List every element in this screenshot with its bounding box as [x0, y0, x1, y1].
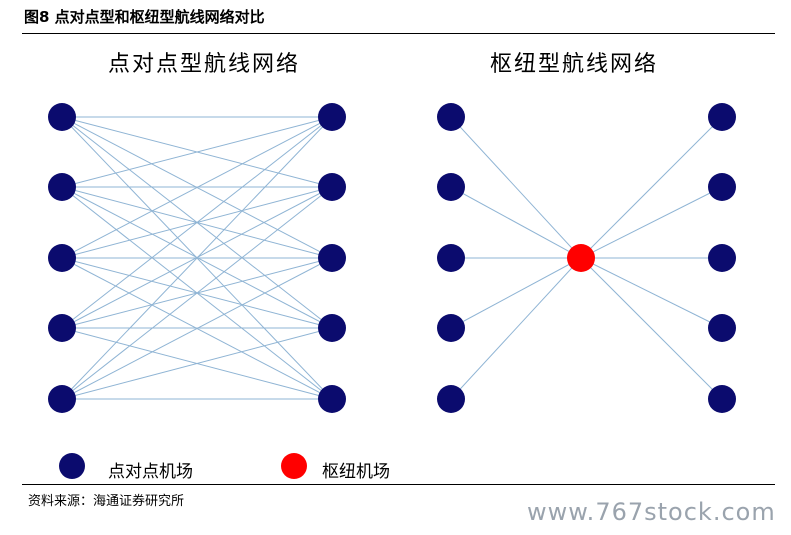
route-line-hub-right-0 — [580, 116, 723, 259]
left-panel-title: 点对点型航线网络 — [108, 52, 301, 77]
route-line-hub-left-3 — [450, 257, 582, 329]
spoke-airport-right-0 — [708, 103, 736, 131]
p2p-airport-right-1 — [318, 173, 346, 201]
p2p-airport-right-3 — [318, 314, 346, 342]
spoke-airport-left-1 — [437, 173, 465, 201]
spoke-airport-right-4 — [708, 385, 736, 413]
route-line-hub-right-1 — [580, 186, 723, 259]
spoke-airport-right-3 — [708, 314, 736, 342]
p2p-airport-left-1 — [48, 173, 76, 201]
p2p-airport-left-2 — [48, 244, 76, 272]
route-line-p2p-4-1 — [61, 186, 333, 400]
route-line-hub-left-4 — [450, 257, 582, 400]
p2p-airport-right-0 — [318, 103, 346, 131]
legend-hub-label: 枢纽机场 — [322, 462, 390, 482]
route-line-hub-right-4 — [580, 257, 723, 400]
route-line-p2p-4-0 — [61, 116, 333, 400]
route-line-hub-left-1 — [450, 186, 582, 259]
bottom-rule — [22, 484, 775, 485]
route-line-p2p-4-2 — [61, 257, 333, 400]
p2p-airport-left-0 — [48, 103, 76, 131]
spoke-airport-left-3 — [437, 314, 465, 342]
p2p-airport-right-2 — [318, 244, 346, 272]
legend-hub-marker — [281, 453, 307, 479]
hub-airport — [567, 244, 595, 272]
legend-p2p-label: 点对点机场 — [108, 462, 193, 482]
top-rule — [22, 33, 775, 34]
source-note: 资料来源：海通证券研究所 — [28, 494, 185, 509]
legend-p2p-marker — [59, 453, 85, 479]
route-line-hub-right-3 — [580, 257, 723, 329]
route-line-p2p-3-0 — [61, 116, 333, 329]
route-line-p2p-4-3 — [61, 327, 333, 400]
right-panel-title: 枢纽型航线网络 — [490, 52, 659, 77]
figure-title: 图8 点对点型和枢纽型航线网络对比 — [24, 8, 265, 26]
route-line-hub-left-0 — [450, 116, 582, 259]
spoke-airport-left-2 — [437, 244, 465, 272]
spoke-airport-left-4 — [437, 385, 465, 413]
route-line-p2p-2-0 — [61, 116, 333, 259]
watermark: www.767stock.com — [527, 498, 776, 526]
p2p-airport-left-4 — [48, 385, 76, 413]
p2p-airport-left-3 — [48, 314, 76, 342]
p2p-airport-right-4 — [318, 385, 346, 413]
spoke-airport-right-1 — [708, 173, 736, 201]
spoke-airport-left-0 — [437, 103, 465, 131]
route-line-p2p-1-0 — [61, 116, 333, 188]
spoke-airport-right-2 — [708, 244, 736, 272]
